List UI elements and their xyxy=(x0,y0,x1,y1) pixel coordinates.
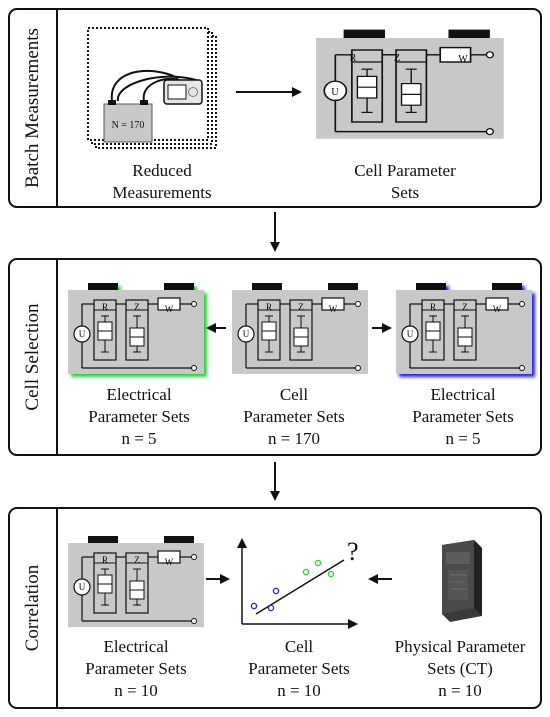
battery-cell-green-icon xyxy=(67,282,205,375)
svg-text:U: U xyxy=(79,329,86,339)
label-r-big: R xyxy=(350,53,357,64)
svg-text:Z: Z xyxy=(134,302,140,312)
device-count-label: N = 170 xyxy=(112,120,145,131)
caption-reduced-measurements: Reduced Measurements xyxy=(112,161,212,202)
question-mark: ? xyxy=(347,537,359,566)
svg-text:U: U xyxy=(243,329,250,339)
svg-text:R: R xyxy=(102,555,108,565)
label-w-big: W xyxy=(458,54,468,65)
caption-cell-parameter-sets-selection: Cell Parameter Sets n = 170 xyxy=(243,385,345,448)
caption-cell-parameter-sets-batch: Cell Parameter Sets xyxy=(354,161,456,202)
caption-physical-parameter-sets: Physical Parameter Sets (CT) n = 10 xyxy=(394,637,526,700)
svg-text:U: U xyxy=(407,329,414,339)
battery-cell-blue-icon xyxy=(395,282,533,375)
svg-text:W: W xyxy=(493,304,502,314)
circuit-labels-correlation: R Z W U xyxy=(79,555,174,592)
label-z-big: Z xyxy=(394,53,400,64)
svg-text:R: R xyxy=(430,302,436,312)
caption-electrical-left: Electrical Parameter Sets n = 5 xyxy=(88,385,190,448)
measurement-device-icon xyxy=(163,79,203,105)
svg-text:W: W xyxy=(165,557,174,567)
svg-text:R: R xyxy=(266,302,272,312)
side-tab-batch: Batch Measurements xyxy=(10,10,58,206)
circuit-labels-green: R Z W U xyxy=(79,302,174,339)
svg-text:Z: Z xyxy=(134,555,140,565)
label-u-big: U xyxy=(331,87,339,98)
caption-cell-parameter-sets-correlation: Cell Parameter Sets n = 10 xyxy=(248,637,350,700)
svg-text:Z: Z xyxy=(298,302,304,312)
svg-text:U: U xyxy=(79,582,86,592)
battery-cell-selection-icon xyxy=(231,282,369,375)
side-tab-selection: Cell Selection xyxy=(10,260,58,454)
battery-cell-icon xyxy=(103,100,153,143)
caption-electrical-correlation: Electrical Parameter Sets n = 10 xyxy=(85,637,187,700)
ct-scanner-icon xyxy=(442,540,482,622)
cell-parameter-battery-icon xyxy=(315,28,505,140)
battery-cell-correlation-icon xyxy=(67,535,205,628)
side-tab-correlation: Correlation xyxy=(10,509,58,707)
circuit-labels-middle: R Z W U xyxy=(243,302,338,339)
svg-text:W: W xyxy=(165,304,174,314)
svg-text:W: W xyxy=(329,304,338,314)
svg-text:Z: Z xyxy=(462,302,468,312)
svg-text:R: R xyxy=(102,302,108,312)
scatter-plot-icon xyxy=(237,538,358,629)
circuit-labels-blue: R Z W U xyxy=(407,302,502,339)
caption-electrical-right: Electrical Parameter Sets n = 5 xyxy=(412,385,514,448)
